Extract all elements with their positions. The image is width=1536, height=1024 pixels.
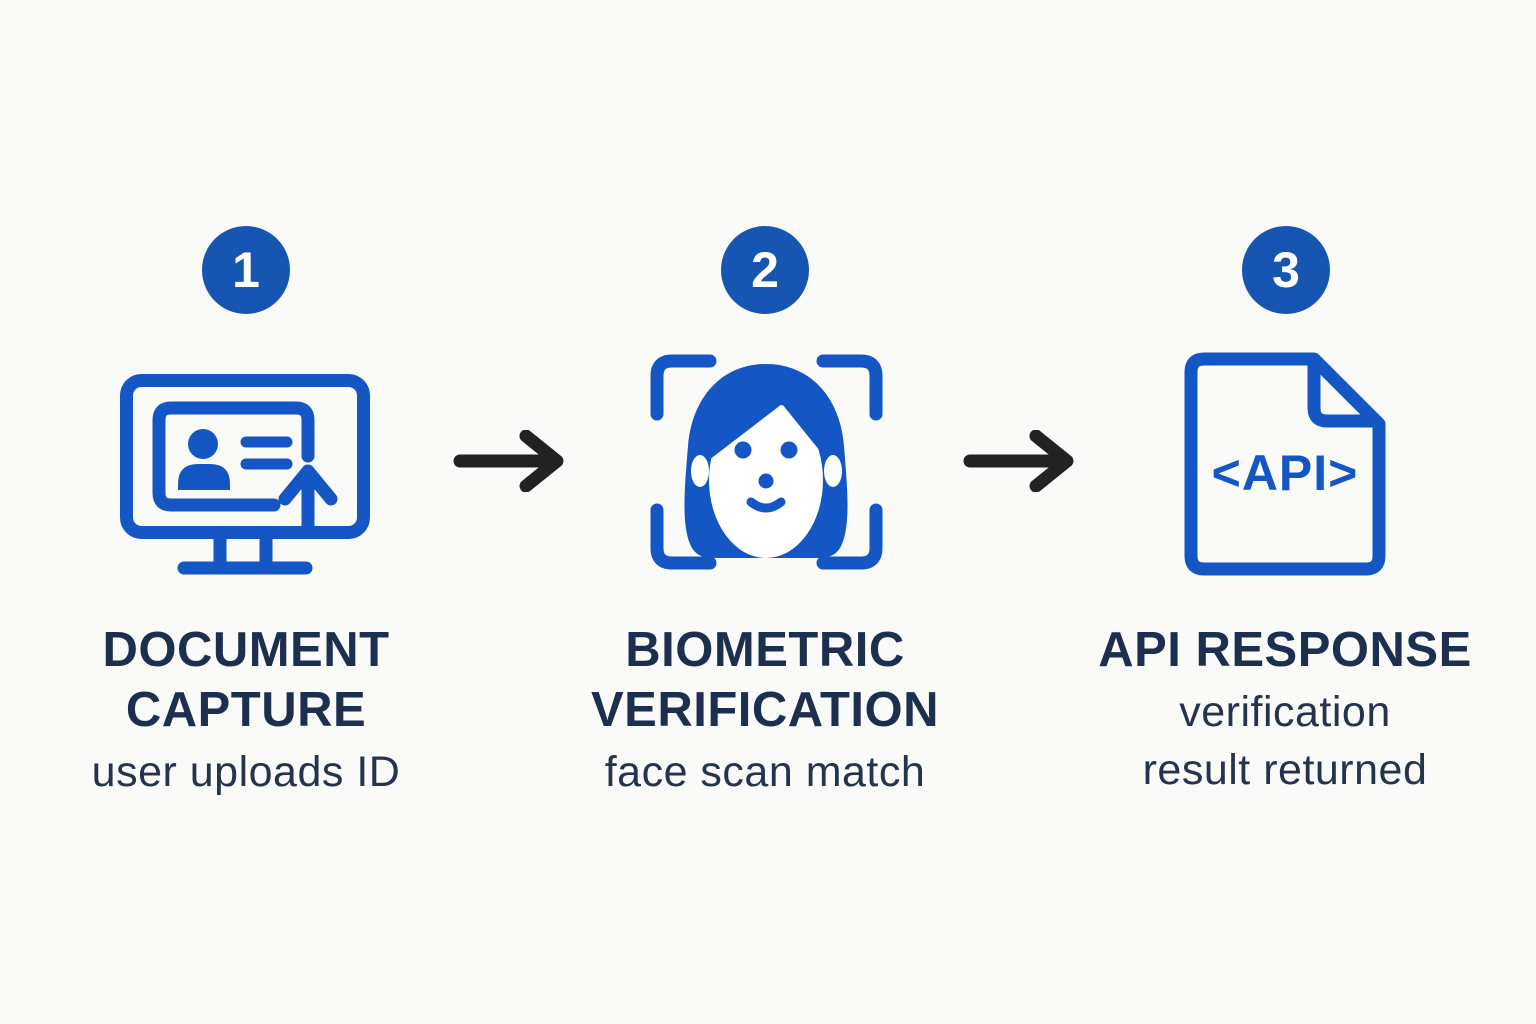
face-scan-icon bbox=[648, 350, 885, 579]
step-3-subtitle: verification result returned bbox=[1055, 683, 1515, 799]
step-1-badge: 1 bbox=[202, 226, 290, 314]
step-2-subtitle-line-1: face scan match bbox=[604, 748, 926, 796]
arrow-right-icon bbox=[962, 429, 1078, 497]
step-3-subtitle-line-2: result returned bbox=[1142, 746, 1428, 794]
step-2-title: BIOMETRIC VERIFICATION bbox=[535, 620, 995, 740]
step-1-text: DOCUMENT CAPTURE user uploads ID bbox=[16, 620, 476, 801]
step-2-title-line-1: BIOMETRIC bbox=[625, 623, 905, 677]
step-1-number: 1 bbox=[232, 242, 260, 298]
step-1-subtitle-line-1: user uploads ID bbox=[91, 748, 401, 796]
step-3-text: API RESPONSE verification result returne… bbox=[1055, 620, 1515, 799]
api-document-icon: <API> bbox=[1182, 350, 1388, 585]
step-2-subtitle: face scan match bbox=[535, 743, 995, 801]
step-2-number: 2 bbox=[751, 242, 779, 298]
step-2-title-line-2: VERIFICATION bbox=[590, 683, 940, 737]
step-1-title-line-1: DOCUMENT bbox=[102, 623, 390, 677]
step-3-title: API RESPONSE bbox=[1055, 620, 1515, 680]
step-1-subtitle: user uploads ID bbox=[16, 743, 476, 801]
step-3-number: 3 bbox=[1272, 242, 1300, 298]
step-3-badge: 3 bbox=[1242, 226, 1330, 314]
monitor-id-upload-icon bbox=[118, 372, 372, 583]
step-2-text: BIOMETRIC VERIFICATION face scan match bbox=[535, 620, 995, 801]
step-2-badge: 2 bbox=[721, 226, 809, 314]
step-3-title-line-1: API RESPONSE bbox=[1098, 623, 1472, 677]
step-1-title: DOCUMENT CAPTURE bbox=[16, 620, 476, 740]
step-1-title-line-2: CAPTURE bbox=[125, 683, 367, 737]
step-3-subtitle-line-1: verification bbox=[1179, 688, 1391, 736]
arrow-right-icon bbox=[452, 429, 568, 497]
api-label: <API> bbox=[1212, 445, 1359, 501]
